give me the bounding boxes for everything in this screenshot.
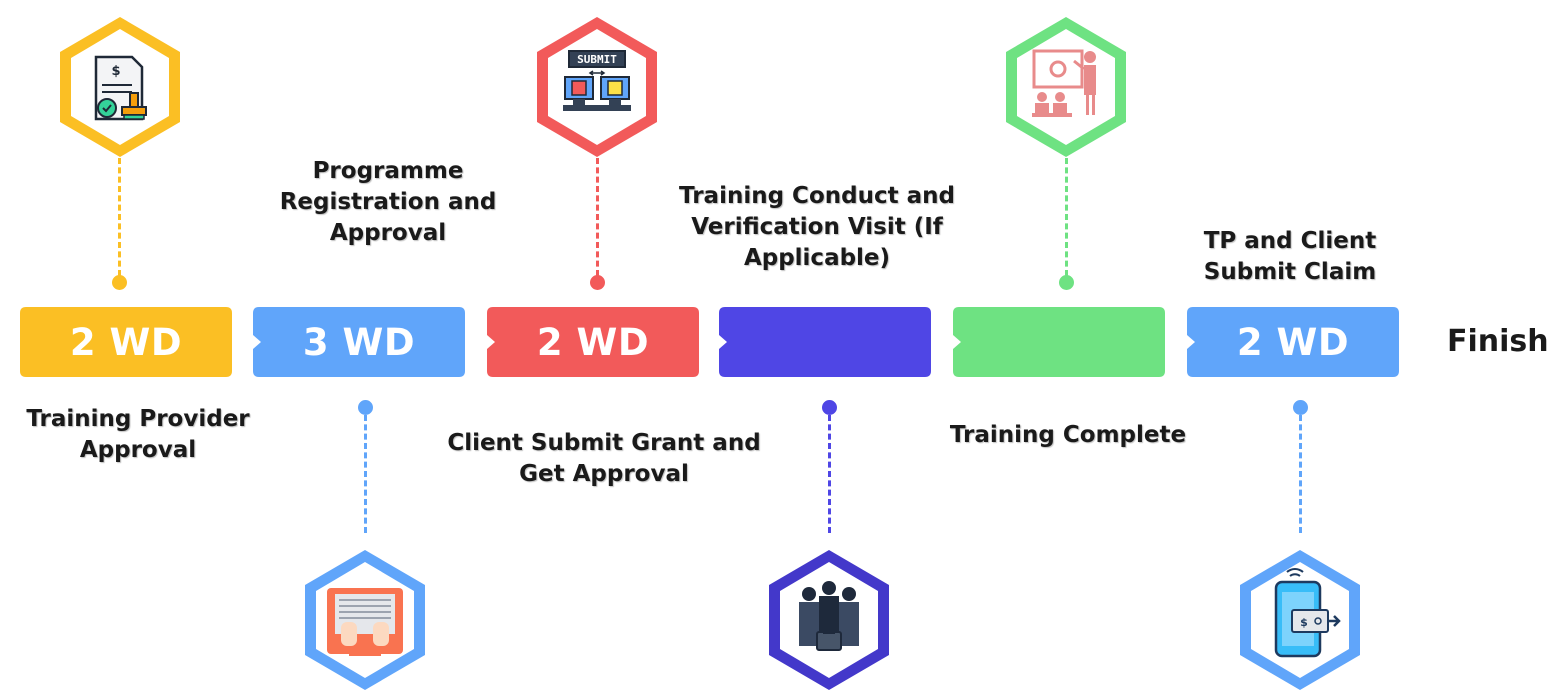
submit-computers-icon: SUBMIT	[535, 15, 659, 159]
connector-dot	[822, 400, 837, 415]
step-duration: 3 WD	[302, 320, 416, 364]
connector-dot	[1059, 275, 1074, 290]
connector-line	[828, 415, 831, 533]
step-bar: 2 WD	[1187, 307, 1399, 377]
connector-dot	[590, 275, 605, 290]
connector-line	[1065, 158, 1068, 276]
finish-label: Finish	[1447, 324, 1549, 359]
step-label: Client Submit Grant and Get Approval	[447, 430, 761, 487]
svg-text:$: $	[111, 64, 120, 79]
connector-dot	[1293, 400, 1308, 415]
approval-document-icon: $	[58, 15, 182, 159]
mobile-payment-icon: $	[1238, 548, 1362, 692]
connector-line	[1299, 415, 1302, 533]
connector-dot	[112, 275, 127, 290]
connector-dot	[358, 400, 373, 415]
step-label: Programme Registration and Approval	[279, 158, 497, 246]
step-duration: 2 WD	[536, 320, 650, 364]
connector-line	[364, 415, 367, 533]
step-label: Training Conduct and Verification Visit …	[679, 183, 955, 271]
step-label: Training Complete	[949, 422, 1187, 448]
step-bar: 2 WD	[20, 307, 232, 377]
connector-line	[596, 158, 599, 276]
step-bar	[953, 307, 1165, 377]
step-bar: 2 WD	[487, 307, 699, 377]
step-label: TP and Client Submit Claim	[1203, 228, 1377, 285]
step-label: Training Provider Approval	[26, 406, 250, 463]
connector-line	[118, 158, 121, 276]
presentation-training-icon	[1004, 15, 1128, 159]
step-duration: 2 WD	[1236, 320, 1350, 364]
step-bar: 3 WD	[253, 307, 465, 377]
typing-registration-icon	[303, 548, 427, 692]
svg-text:SUBMIT: SUBMIT	[577, 53, 617, 66]
step-bar	[719, 307, 931, 377]
step-duration: 2 WD	[69, 320, 183, 364]
business-people-icon	[767, 548, 891, 692]
svg-text:$: $	[1300, 616, 1308, 629]
